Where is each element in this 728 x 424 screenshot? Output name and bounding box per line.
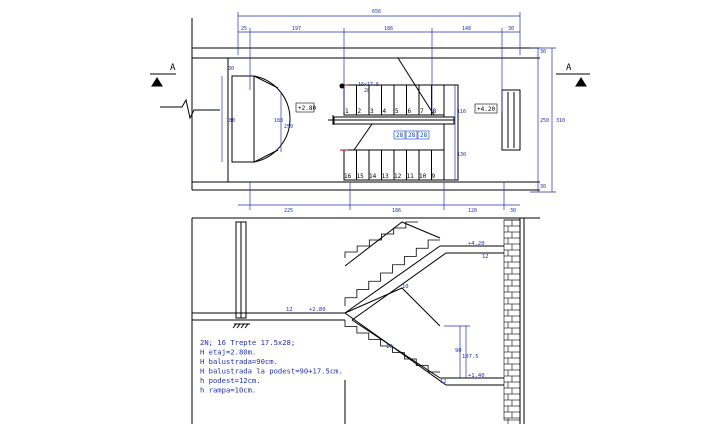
plan-dim-text: 656 25 197 186 148 30 225 186 120 30 180…	[226, 9, 565, 214]
section-marker-left: A	[150, 63, 176, 87]
section-marker-right-label: A	[566, 63, 572, 73]
dim-top-3: 148	[462, 26, 471, 32]
dim-right-b: 30	[540, 184, 546, 190]
section-marker-left-label: A	[170, 63, 176, 73]
tread-lines	[356, 85, 432, 180]
step-number-top: 8	[433, 108, 437, 115]
step-number-bottom: 10	[419, 173, 427, 180]
note-line: H balustrada=90cm.	[200, 357, 278, 366]
upper-flight-steps	[344, 239, 440, 306]
step-number-bottom: 14	[369, 173, 377, 180]
tread-dims: 28 28 28	[393, 130, 430, 140]
cut-line-top	[397, 57, 435, 116]
note-line: H balustrada la podest=90+17.5cm.	[200, 367, 343, 376]
step-number-top: 4	[383, 108, 387, 115]
step-number-top: 5	[395, 108, 399, 115]
dim-bottom-0: 225	[284, 208, 293, 214]
brick-wall	[503, 219, 521, 424]
dim-right-inner: 250	[540, 118, 549, 124]
stair-sub: 28	[364, 88, 370, 94]
section-vert-dim	[444, 325, 470, 378]
level-left: +2.80	[298, 105, 316, 112]
door-frame	[231, 75, 255, 163]
tread-dim-0: 28	[396, 132, 404, 139]
dim-top-0: 25	[241, 26, 247, 32]
notes-block: 2N; 16 Trepte 17.5x28;H etaj=2.80m.H bal…	[200, 338, 343, 395]
step-number-top: 6	[408, 108, 412, 115]
note-line: h podest=12cm.	[200, 376, 261, 385]
hidden-flight-steps	[344, 221, 418, 258]
section-labels: +4.20 +2.80 +1.40 12 12 12 90 107.5 10 1…	[286, 241, 489, 385]
ramp-label-a: 10	[402, 284, 409, 290]
dim-bottom-2: 120	[468, 208, 477, 214]
right-wall-opening	[501, 89, 521, 151]
section-steps	[344, 221, 440, 373]
small-mid: 12	[286, 307, 293, 313]
dim-left-sub: 250	[284, 124, 293, 130]
note-line: H etaj=2.80m.	[200, 348, 256, 357]
dim-left-height: 188	[274, 118, 283, 124]
door-swing-top	[253, 75, 291, 119]
dim-left-small: 30	[228, 66, 234, 72]
step-number-top: 3	[370, 108, 374, 115]
hidden-flight-mid	[344, 287, 441, 327]
small-top: 12	[482, 254, 489, 260]
plan-view	[160, 18, 540, 191]
plan-level-tags: +2.80 +4.20	[295, 102, 498, 114]
dim-top-1: 197	[292, 26, 301, 32]
ramp-label-b: 10	[386, 344, 393, 350]
upper-flight-slab	[344, 245, 441, 314]
section-marker-right: A	[556, 63, 590, 87]
step-number-bottom: 12	[394, 173, 402, 180]
dim-right-outer: 310	[556, 118, 565, 124]
level-mid: +2.80	[309, 307, 326, 313]
level-top: +4.20	[468, 241, 485, 247]
step-number-top: 1	[345, 108, 349, 115]
dim-top-2: 186	[384, 26, 393, 32]
stair-label: 16x17.5	[358, 82, 379, 88]
door-swing-bottom	[253, 117, 291, 163]
step-number-top: 7	[420, 108, 424, 115]
step-number-top: 2	[358, 108, 362, 115]
step-number-bottom: 16	[344, 173, 352, 180]
step-number-bottom: 13	[382, 173, 390, 180]
step-number-bottom: 9	[432, 173, 436, 180]
level-bottom: +1.40	[468, 373, 485, 379]
dim-landing-b: 130	[457, 152, 466, 158]
tread-dim-1: 28	[408, 132, 416, 139]
stair-start-dot	[339, 83, 345, 89]
plan-dimensions	[221, 12, 556, 210]
dim-vert-a: 90	[455, 348, 462, 354]
dim-bottom-1: 186	[392, 208, 401, 214]
note-line: h rampa=10cm.	[200, 386, 256, 395]
break-line	[160, 98, 220, 120]
stair-landing	[443, 84, 459, 181]
tread-dim-2: 28	[420, 132, 428, 139]
level-right: +4.20	[477, 106, 495, 113]
small-bottom: 12	[440, 379, 447, 385]
step-number-bottom: 15	[357, 173, 365, 180]
dim-right-a: 30	[540, 49, 546, 55]
dim-landing: 116	[457, 109, 466, 115]
step-number-bottom: 11	[407, 173, 415, 180]
note-line: 2N; 16 Trepte 17.5x28;	[200, 338, 295, 347]
dim-total: 656	[372, 9, 381, 15]
dim-top-4: 30	[508, 26, 514, 32]
hidden-flight-top	[344, 221, 441, 267]
lower-flight-steps	[344, 320, 440, 373]
dim-left-door: 180	[226, 118, 235, 124]
dim-vert-b: 107.5	[462, 354, 479, 360]
dim-bottom-3: 30	[510, 208, 516, 214]
cross-mark	[328, 115, 338, 125]
